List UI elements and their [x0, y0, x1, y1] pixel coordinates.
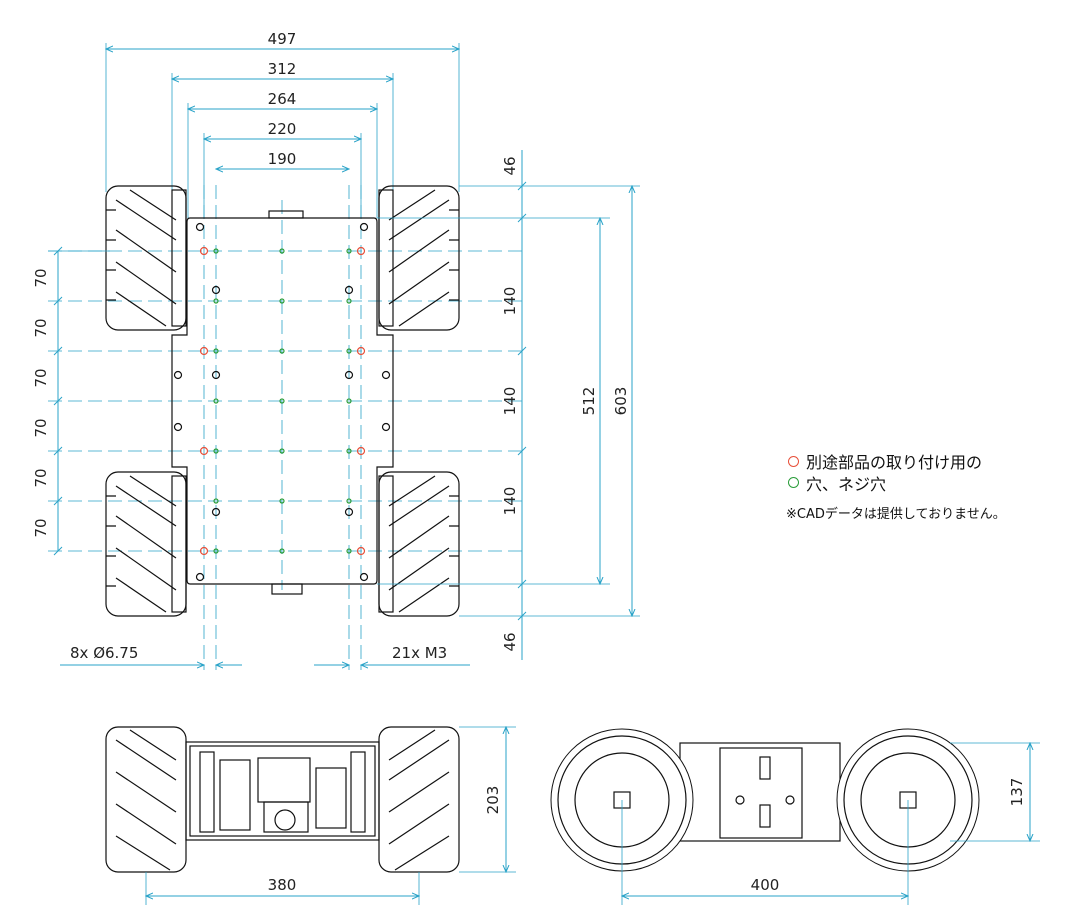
dim-tick: [53, 496, 63, 506]
dim-264: 264: [268, 90, 297, 108]
wheel-rear-right: [378, 471, 460, 617]
green-hole: [279, 398, 285, 404]
green-hole: [346, 398, 352, 404]
red-hole: [199, 346, 209, 356]
mount-hole: [344, 370, 354, 380]
dim-497: 497: [268, 30, 297, 48]
dim-tick: [53, 546, 63, 556]
dim-tick: [53, 396, 63, 406]
red-hole-icon: [788, 456, 799, 467]
plate-holes: [173, 222, 391, 582]
dim-220: 220: [268, 120, 297, 138]
green-hole: [213, 348, 219, 354]
hole-label-right: 21x M3: [392, 644, 447, 662]
mount-hole: [381, 422, 391, 432]
green-hole: [346, 548, 352, 554]
legend: 別途部品の取り付け用の 穴、ネジ穴 ※CADデータは提供しておりません。: [786, 452, 1006, 526]
dim-512: 512: [580, 387, 598, 416]
mount-hole: [381, 370, 391, 380]
mount-hole: [211, 507, 221, 517]
mount-hole: [173, 370, 183, 380]
mount-hole: [195, 572, 205, 582]
green-hole: [279, 348, 285, 354]
dim-tick: [517, 611, 527, 621]
dim-312: 312: [268, 60, 297, 78]
dim-190: 190: [268, 150, 297, 168]
dim-137: 137: [1008, 778, 1026, 807]
dim-tick: [517, 181, 527, 191]
legend-line-1: 別途部品の取り付け用の: [806, 453, 983, 472]
mount-hole: [359, 572, 369, 582]
wheel-front-right: [378, 185, 460, 331]
red-hole: [356, 546, 366, 556]
dim-380: 380: [268, 876, 297, 894]
hole-label-left: 8x Ø6.75: [70, 644, 138, 662]
green-hole: [346, 448, 352, 454]
green-hole: [213, 248, 219, 254]
green-hole: [213, 548, 219, 554]
mount-hole: [211, 285, 221, 295]
green-hole: [279, 298, 285, 304]
dim-tick: [53, 346, 63, 356]
green-hole: [213, 298, 219, 304]
green-hole: [346, 498, 352, 504]
green-hole: [279, 248, 285, 254]
mount-hole: [344, 285, 354, 295]
dim-140-1: 140: [501, 287, 519, 316]
red-hole: [199, 246, 209, 256]
dim-46-bottom: 46: [501, 632, 519, 651]
dim-70-4: 70: [32, 418, 50, 437]
dim-203: 203: [484, 786, 502, 815]
dim-tick: [517, 213, 527, 223]
legend-line-2: 穴、ネジ穴: [806, 475, 887, 494]
dim-tick: [53, 446, 63, 456]
mount-hole: [173, 422, 183, 432]
green-hole: [213, 398, 219, 404]
dim-70-5: 70: [32, 468, 50, 487]
dim-tick: [53, 296, 63, 306]
dim-tick: [53, 246, 63, 256]
wheel-rear-left: [105, 471, 187, 617]
mount-hole: [195, 222, 205, 232]
green-hole: [213, 498, 219, 504]
mount-hole: [344, 507, 354, 517]
green-hole: [213, 448, 219, 454]
dim-tick: [517, 579, 527, 589]
top-view: 497 312 264 220 190: [32, 30, 640, 670]
wheel-front-left: [105, 185, 187, 331]
dim-70-1: 70: [32, 268, 50, 287]
red-hole: [356, 246, 366, 256]
front-view: 203 380: [105, 727, 516, 905]
side-view: 137 400: [550, 728, 1040, 905]
legend-note: ※CADデータは提供しておりません。: [786, 507, 1006, 522]
red-hole: [356, 446, 366, 456]
green-hole: [279, 548, 285, 554]
red-hole: [199, 446, 209, 456]
mount-hole: [359, 222, 369, 232]
green-hole-icon: [788, 477, 799, 488]
mount-hole: [211, 370, 221, 380]
green-hole: [279, 498, 285, 504]
red-hole: [199, 546, 209, 556]
green-hole: [346, 348, 352, 354]
dim-tick: [517, 446, 527, 456]
green-hole: [346, 248, 352, 254]
dim-70-3: 70: [32, 368, 50, 387]
red-hole: [356, 346, 366, 356]
green-hole: [279, 448, 285, 454]
dim-46-top: 46: [501, 156, 519, 175]
dim-400: 400: [751, 876, 780, 894]
dim-603: 603: [612, 387, 630, 416]
dim-140-3: 140: [501, 487, 519, 516]
dim-tick: [517, 346, 527, 356]
dim-70-6: 70: [32, 518, 50, 537]
dim-140-2: 140: [501, 387, 519, 416]
dim-70-2: 70: [32, 318, 50, 337]
green-hole: [346, 298, 352, 304]
